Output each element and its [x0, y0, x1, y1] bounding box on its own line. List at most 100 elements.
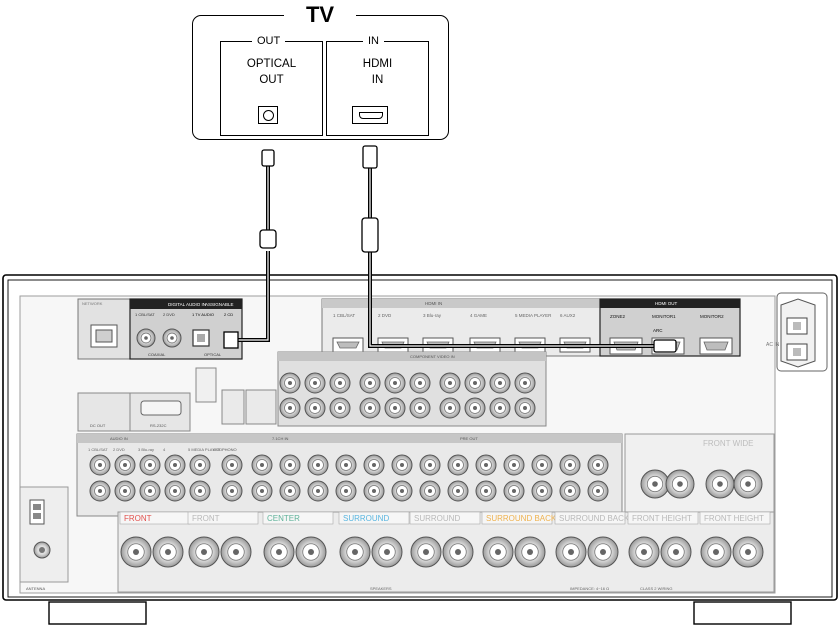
- front-wide-terminal-4: [733, 469, 763, 499]
- audio-input-label-4: 4: [163, 447, 166, 452]
- component-jack-row2-6: [409, 397, 431, 419]
- speaker-terminal-1-b: [152, 536, 184, 568]
- speaker-label-4: SURROUND: [343, 514, 389, 523]
- channel-inputs-label: 7.1CH IN: [272, 436, 289, 441]
- audio-jack-top-18: [559, 454, 581, 476]
- hdmi-plug-tv-end: [362, 145, 378, 169]
- audio-input-label-1: 1 CBL/SAT: [88, 447, 108, 452]
- audio-jack-bottom-4: [164, 480, 186, 502]
- tv-title: TV: [284, 2, 356, 28]
- audio-jack-bottom-18: [559, 480, 581, 502]
- audio-jack-top-2: [114, 454, 136, 476]
- hdmi-in-label: HDMI IN: [425, 301, 442, 306]
- front-wide-terminal-2: [665, 469, 695, 499]
- tv-out-label-line2: OUT: [259, 74, 284, 86]
- optical-plug-inline: [259, 229, 277, 249]
- component-jack-row1-7: [439, 372, 461, 394]
- component-jack-row1-1: [279, 372, 301, 394]
- audio-jack-top-10: [335, 454, 357, 476]
- speaker-label-bg-3: [262, 511, 334, 525]
- audio-jack-top-1: [89, 454, 111, 476]
- audio-jack-bottom-3: [139, 480, 161, 502]
- connection-cables: [223, 145, 677, 353]
- audio-jack-top-15: [475, 454, 497, 476]
- speaker-label-8: FRONT HEIGHT: [632, 514, 692, 523]
- audio-jack-top-6: [221, 454, 243, 476]
- component-jack-row2-5: [384, 397, 406, 419]
- component-jack-row1-5: [384, 372, 406, 394]
- hdmi-output-label-3: MONITOR2: [700, 314, 724, 319]
- speaker-label-6: SURROUND BACK: [486, 514, 557, 523]
- audio-jack-top-9: [307, 454, 329, 476]
- dc-out-label: DC OUT: [90, 423, 106, 428]
- audio-jack-top-14: [447, 454, 469, 476]
- speaker-label-bg-6: [481, 511, 553, 525]
- audio-jack-bottom-5: [189, 480, 211, 502]
- speaker-label-2: FRONT: [192, 514, 220, 523]
- optical-out-port-icon: [258, 106, 278, 124]
- speaker-terminal-4-b: [371, 536, 403, 568]
- speaker-terminal-9-b: [732, 536, 764, 568]
- hdmi-input-label-1: 1 CBL/SAT: [333, 313, 355, 318]
- phono-label: PHONO: [222, 447, 237, 452]
- audio-jack-bottom-10: [335, 480, 357, 502]
- audio-in-label: AUDIO IN: [110, 436, 128, 441]
- coaxial-input-2: 2 DVD: [163, 312, 175, 317]
- component-jack-row2-7: [439, 397, 461, 419]
- hdmi-out-label: HDMI OUT: [655, 301, 677, 306]
- audio-jack-bottom-8: [279, 480, 301, 502]
- speaker-terminal-2-b: [220, 536, 252, 568]
- optical-input-1: 1 TV AUDIO: [192, 312, 214, 317]
- component-jack-row1-8: [464, 372, 486, 394]
- audio-jack-top-8: [279, 454, 301, 476]
- hdmi-output-jack-3: [699, 337, 733, 355]
- audio-input-label-5: 5 MEDIA PLAYER: [188, 447, 220, 452]
- speaker-label-3: CENTER: [267, 514, 300, 523]
- coaxial-input-1: 1 CBL/SAT: [135, 312, 155, 317]
- speaker-terminal-3-a: [263, 536, 295, 568]
- tv-in-label-line2: IN: [371, 74, 384, 86]
- component-jack-row2-2: [304, 397, 326, 419]
- speaker-terminal-2-a: [188, 536, 220, 568]
- speaker-terminal-4-a: [339, 536, 371, 568]
- audio-jack-bottom-9: [307, 480, 329, 502]
- audio-jack-bottom-19: [587, 480, 609, 502]
- hdmi-plug-inline: [361, 217, 379, 253]
- audio-jack-top-4: [164, 454, 186, 476]
- component-jack-row1-3: [329, 372, 351, 394]
- audio-jack-top-5: [189, 454, 211, 476]
- audio-jack-bottom-14: [447, 480, 469, 502]
- speaker-label-1: FRONT: [124, 514, 152, 523]
- speakers-caption: SPEAKERS: [370, 586, 392, 591]
- audio-jack-top-16: [503, 454, 525, 476]
- component-jack-row2-3: [329, 397, 351, 419]
- speaker-label-bg-7: [554, 511, 626, 525]
- audio-jack-bottom-7: [251, 480, 273, 502]
- audio-jack-bottom-6: [221, 480, 243, 502]
- audio-jack-bottom-1: [89, 480, 111, 502]
- impedance-caption: IMPEDANCE: 4~16 Ω: [570, 586, 609, 591]
- component-jack-row2-10: [514, 397, 536, 419]
- speaker-terminal-8-b: [660, 536, 692, 568]
- optical-input-2: 2 CD: [224, 312, 233, 317]
- audio-jack-bottom-15: [475, 480, 497, 502]
- audio-jack-top-3: [139, 454, 161, 476]
- speaker-label-bg-2: [187, 511, 259, 525]
- hdmi-input-label-3: 3 Blu-ray: [423, 313, 442, 318]
- speaker-terminal-8-a: [628, 536, 660, 568]
- component-jack-row2-9: [489, 397, 511, 419]
- hdmi-plug-receiver-end: [653, 339, 677, 353]
- audio-jack-bottom-16: [503, 480, 525, 502]
- assignable-label: ASSIGNABLE: [205, 302, 234, 307]
- audio-jack-top-11: [363, 454, 385, 476]
- tv-out-header: OUT: [252, 34, 286, 48]
- component-jack-row1-6: [409, 372, 431, 394]
- pre-out-label: PRE OUT: [460, 436, 478, 441]
- hdmi-in-port-icon: [352, 106, 388, 124]
- network-label: NETWORK: [82, 301, 103, 306]
- audio-jack-top-7: [251, 454, 273, 476]
- speaker-label-bg-5: [409, 511, 481, 525]
- optical-jack-1: [192, 329, 210, 347]
- audio-jack-top-17: [531, 454, 553, 476]
